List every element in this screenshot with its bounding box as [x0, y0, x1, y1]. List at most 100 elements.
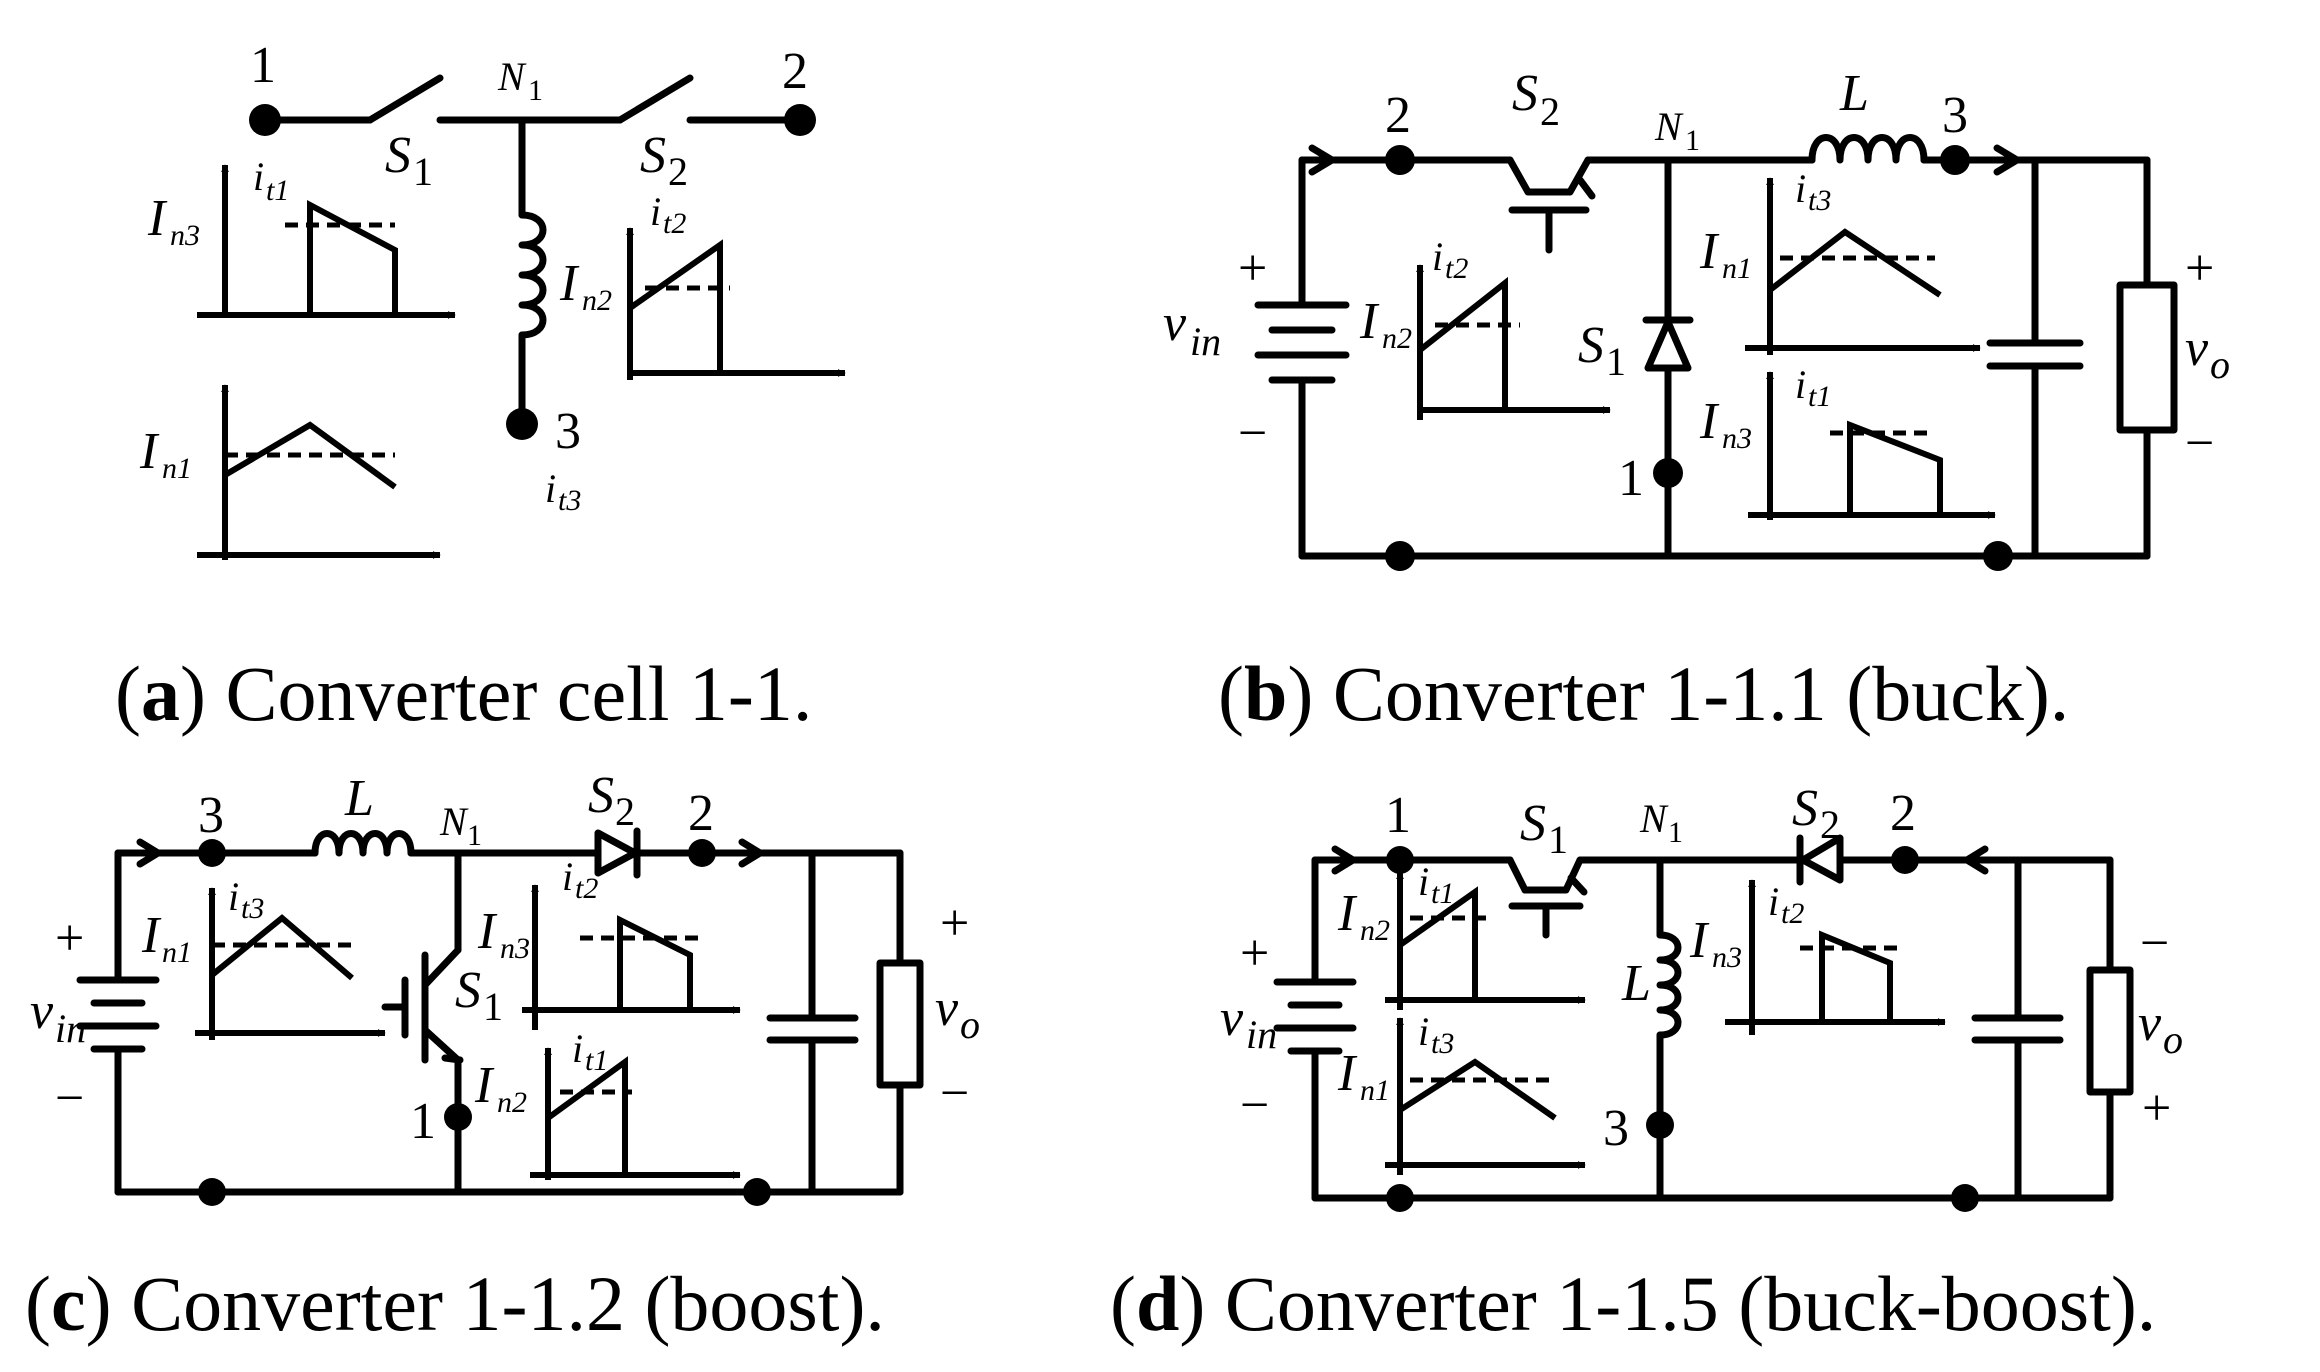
- output-minus: −: [2185, 415, 2214, 472]
- current-in1-label: I: [1337, 1045, 1358, 1102]
- waveform-it1: I n3 i t1: [147, 154, 456, 319]
- current-it3-label: i: [1795, 166, 1806, 211]
- load-resistor: [2116, 281, 2178, 434]
- waveform-it2: I n3 i t2: [1689, 879, 1946, 1035]
- svg-text:in: in: [55, 1006, 86, 1051]
- switch-s1-label: S: [1520, 795, 1546, 852]
- current-it1-label: i: [1795, 362, 1806, 407]
- inductor-L-label: L: [1839, 65, 1869, 122]
- inductor-L-label: L: [1621, 955, 1651, 1012]
- current-in3-label: I: [1699, 393, 1720, 450]
- current-direction-arrow: [1331, 845, 1357, 875]
- terminal-1-dot: [1386, 846, 1414, 874]
- terminal-3-label: 3: [1942, 87, 1968, 144]
- current-in3-label: I: [1689, 912, 1710, 969]
- panel-d-circuit: [1273, 834, 2134, 1212]
- svg-text:n3: n3: [1712, 941, 1742, 974]
- svg-text:1: 1: [483, 984, 503, 1029]
- waveform-it2: I n2 i t2: [1359, 234, 1611, 420]
- node-n1-label: N: [439, 799, 469, 844]
- switch-s2-label: S: [588, 767, 614, 824]
- svg-text:2: 2: [615, 789, 635, 834]
- current-direction-arrow: [136, 838, 162, 868]
- caption-b: (b) Converter 1-1.1 (buck).: [1218, 650, 2069, 737]
- terminal-3-dot: [1646, 1111, 1674, 1139]
- switch-s1-label: S: [385, 127, 411, 184]
- output-minus: −: [2140, 915, 2169, 972]
- svg-text:1: 1: [1685, 124, 1700, 157]
- switch-s2-transistor: [1506, 156, 1592, 196]
- svg-text:t3: t3: [558, 484, 581, 517]
- node-n1-label: N: [1639, 796, 1669, 841]
- current-it2-label: i: [1768, 879, 1779, 924]
- terminal-1-label: 1: [1385, 787, 1411, 844]
- svg-text:n2: n2: [1360, 914, 1390, 947]
- switch-s2-blade: [616, 74, 694, 124]
- current-it3-label: i: [1418, 1009, 1429, 1054]
- output-vo-label: v: [2138, 995, 2162, 1052]
- svg-text:o: o: [2163, 1017, 2183, 1062]
- caption-c: (c) Converter 1-1.2 (boost).: [25, 1260, 885, 1347]
- source-minus: −: [1240, 1077, 1269, 1134]
- source-plus: +: [1238, 240, 1267, 297]
- svg-text:t1: t1: [266, 174, 289, 207]
- current-direction-arrow: [738, 838, 764, 868]
- current-direction-arrow: [1308, 144, 1336, 176]
- svg-text:n3: n3: [1722, 422, 1752, 455]
- terminal-1-label: 1: [410, 1093, 436, 1150]
- terminal-1-dot: [1653, 458, 1683, 488]
- terminal-2-dot: [1385, 145, 1415, 175]
- terminal-2-label: 2: [688, 785, 714, 842]
- svg-text:t3: t3: [241, 892, 264, 925]
- panel-a: 1 2 3 N 1 S 1 S 2 i t3 I n3 i t1: [115, 37, 846, 737]
- diode-s1: [1644, 318, 1692, 372]
- current-it2-label: i: [1432, 234, 1443, 279]
- panel-d-labels: 1 2 3 S 1 N 1 S 2 L + − v in − + v o: [1220, 780, 2183, 1157]
- bottom-node-dot: [1385, 541, 1415, 571]
- svg-text:t1: t1: [1431, 877, 1454, 910]
- bottom-node-dot: [1951, 1184, 1979, 1212]
- switch-s2-label: S: [640, 127, 666, 184]
- svg-text:1: 1: [467, 819, 482, 852]
- load-resistor: [876, 959, 924, 1089]
- panel-a-labels: 1 2 3 N 1 S 1 S 2 i t3: [250, 37, 808, 517]
- current-it3-label: i: [228, 874, 239, 919]
- node-n1-label: N: [497, 54, 527, 99]
- output-vo-label: v: [2185, 320, 2209, 377]
- output-minus: −: [940, 1065, 969, 1122]
- inductor-L-label: L: [344, 770, 374, 827]
- terminal-2-label: 2: [1890, 785, 1916, 842]
- node-n1-label: N: [1654, 104, 1684, 149]
- current-it2-label: i: [562, 854, 573, 899]
- terminal-1-label: 1: [1618, 450, 1644, 507]
- svg-text:t2: t2: [1445, 252, 1468, 285]
- current-in1-label: I: [1699, 223, 1720, 280]
- svg-text:n1: n1: [162, 452, 192, 485]
- inductor-L: [1656, 931, 1682, 1039]
- source-plus: +: [55, 910, 84, 967]
- current-it3-label: i: [545, 466, 556, 511]
- svg-text:in: in: [1246, 1012, 1277, 1057]
- terminal-3-dot: [198, 839, 226, 867]
- switch-s1-label: S: [455, 962, 481, 1019]
- waveform-it2: I n3 i t2: [477, 854, 741, 1030]
- svg-text:n2: n2: [582, 284, 612, 317]
- svg-text:t2: t2: [1781, 897, 1804, 930]
- current-in2-label: I: [559, 255, 580, 312]
- current-it1-label: i: [1418, 859, 1429, 904]
- svg-text:2: 2: [1540, 89, 1560, 134]
- svg-text:1: 1: [1668, 816, 1683, 849]
- terminal-3-label: 3: [198, 787, 224, 844]
- panel-a-circuit: [249, 74, 816, 440]
- svg-text:t1: t1: [585, 1044, 608, 1077]
- svg-text:n1: n1: [1360, 1074, 1390, 1107]
- inductor-L: [1808, 134, 1928, 164]
- bottom-node-dot: [198, 1178, 226, 1206]
- panel-b-circuit: [1254, 134, 2178, 571]
- output-plus: +: [940, 895, 969, 952]
- switch-s1-label: S: [1578, 317, 1604, 374]
- source-minus: −: [1238, 405, 1267, 462]
- source-plus: +: [1240, 925, 1269, 982]
- svg-text:n2: n2: [1382, 322, 1412, 355]
